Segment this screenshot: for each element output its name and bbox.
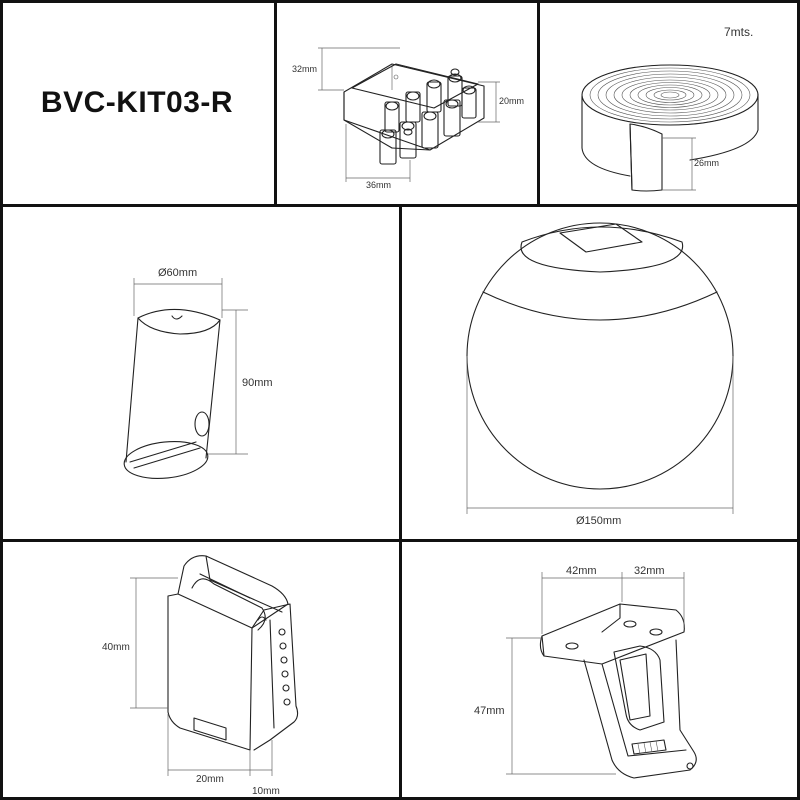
tape-roll-drawing: [581, 64, 759, 192]
outer-border-right: [797, 0, 800, 800]
outer-border-left: [0, 0, 3, 800]
sphere-diameter-label: Ø150mm: [576, 515, 621, 527]
terminal-connector-drawing: [318, 47, 500, 182]
connector-depth-label: 20mm: [499, 96, 524, 106]
divider-col-top-2: [537, 0, 540, 206]
bracket-dim-a-label: 42mm: [566, 565, 597, 577]
divider-col-top-1: [274, 0, 277, 206]
tape-length-label: 7mts.: [724, 25, 753, 39]
product-code-title: BVC-KIT03-R: [40, 85, 234, 119]
outer-border-top: [0, 0, 800, 3]
junction-box-drawing: [130, 555, 299, 776]
bracket-height-label: 47mm: [474, 705, 505, 717]
cylinder-height-label: 90mm: [242, 377, 273, 389]
divider-col-bottom: [399, 205, 402, 800]
tape-width-label: 26mm: [694, 158, 719, 168]
connector-width-label: 36mm: [366, 180, 391, 190]
sphere-drawing: [466, 222, 734, 514]
box-width-label: 20mm: [196, 774, 224, 785]
cylinder-drawing: [123, 278, 248, 479]
box-depth-label: 10mm: [252, 786, 280, 797]
cylinder-diameter-label: Ø60mm: [158, 267, 197, 279]
bracket-dim-b-label: 32mm: [634, 565, 665, 577]
connector-height-label: 32mm: [292, 64, 317, 74]
bracket-drawing: [506, 572, 697, 779]
box-height-label: 40mm: [102, 642, 130, 653]
